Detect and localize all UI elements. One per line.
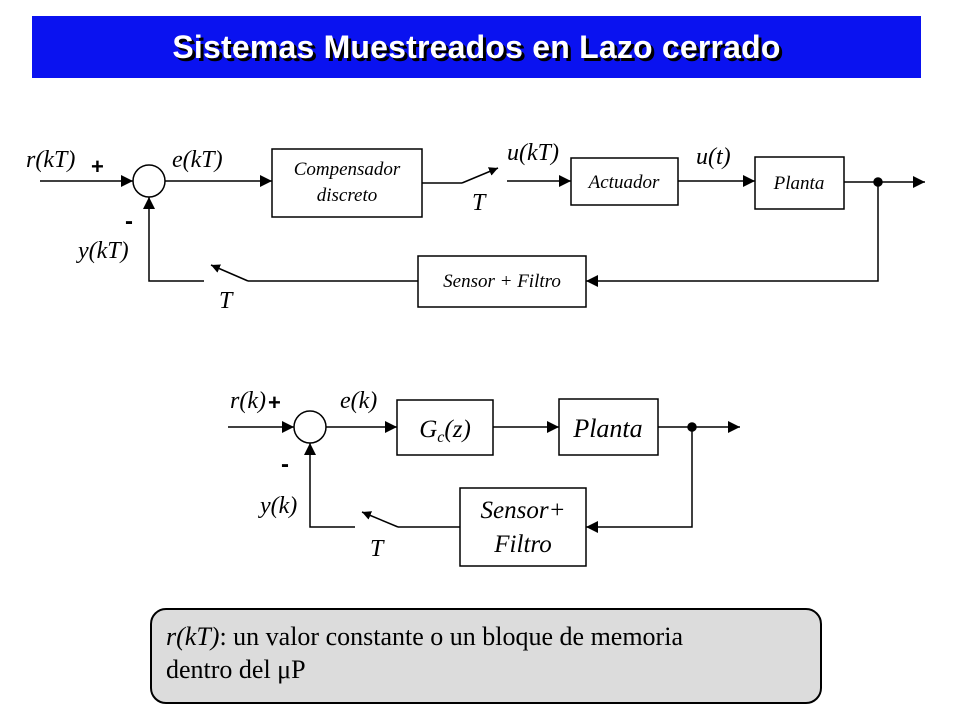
note-line-2: dentro del μP	[166, 655, 306, 684]
top-label-e: e(kT)	[172, 147, 223, 173]
bottom-feedback-return	[304, 443, 355, 528]
title-bar: Sistemas Muestreados en Lazo cerrado	[32, 16, 921, 78]
bottom-plant-label: Planta	[572, 414, 642, 443]
bottom-sensor-label-1: Sensor+	[481, 497, 566, 524]
compensator-block	[271, 148, 423, 218]
top-forward-T: T	[472, 190, 487, 216]
bottom-diagram	[228, 398, 740, 567]
bottom-feedback-sampler	[361, 511, 399, 528]
bottom-label-y: y(k)	[258, 493, 297, 519]
note-term: r(kT)	[166, 622, 220, 651]
page-title: Sistemas Muestreados en Lazo cerrado	[172, 28, 781, 65]
top-feedback-return	[143, 197, 204, 282]
top-label-u-kT: u(kT)	[507, 140, 559, 166]
controller-block	[396, 399, 494, 456]
controller-label-arg: (z)	[444, 416, 470, 443]
top-forward-sampler	[461, 167, 499, 184]
compensator-label-2: discreto	[317, 185, 378, 206]
bottom-minus-sign: -	[281, 451, 289, 478]
bottom-label-e: e(k)	[340, 388, 377, 414]
note-box: r(kT): un valor constante o un bloque de…	[150, 608, 822, 704]
bottom-feedback-T: T	[370, 536, 385, 562]
top-plus-sign: +	[91, 154, 104, 179]
actuator-label: Actuador	[587, 172, 660, 193]
bottom-sensor-label-2: Filtro	[493, 531, 551, 558]
compensator-label-1: Compensador	[294, 159, 401, 180]
top-plant-label: Planta	[773, 173, 825, 194]
top-sensor-block	[417, 255, 587, 308]
top-feedback-sampler	[210, 264, 249, 282]
top-minus-sign: -	[125, 208, 133, 235]
bottom-label-r: r(k)	[230, 388, 266, 414]
bottom-plant-block	[558, 398, 659, 456]
bottom-plus-sign: +	[268, 390, 281, 415]
top-sensor-label: Sensor + Filtro	[443, 271, 561, 292]
controller-label: Gc(z)	[419, 416, 471, 446]
bottom-summing-junction	[293, 410, 327, 444]
top-diagram	[40, 148, 925, 308]
top-label-y: y(kT)	[76, 238, 129, 264]
note-text-1: : un valor constante o un bloque de memo…	[219, 622, 683, 651]
top-feedback-T: T	[219, 288, 234, 314]
controller-label-main: G	[419, 416, 437, 443]
top-feedback-right	[586, 182, 879, 287]
top-label-u-t: u(t)	[696, 144, 731, 170]
top-label-r: r(kT)	[26, 147, 75, 173]
controller-label-sub: c	[437, 429, 444, 446]
top-plant-block	[754, 156, 845, 210]
bottom-feedback-right	[586, 427, 693, 533]
top-summing-junction	[132, 164, 166, 198]
note-line-1: r(kT): un valor constante o un bloque de…	[166, 620, 806, 653]
